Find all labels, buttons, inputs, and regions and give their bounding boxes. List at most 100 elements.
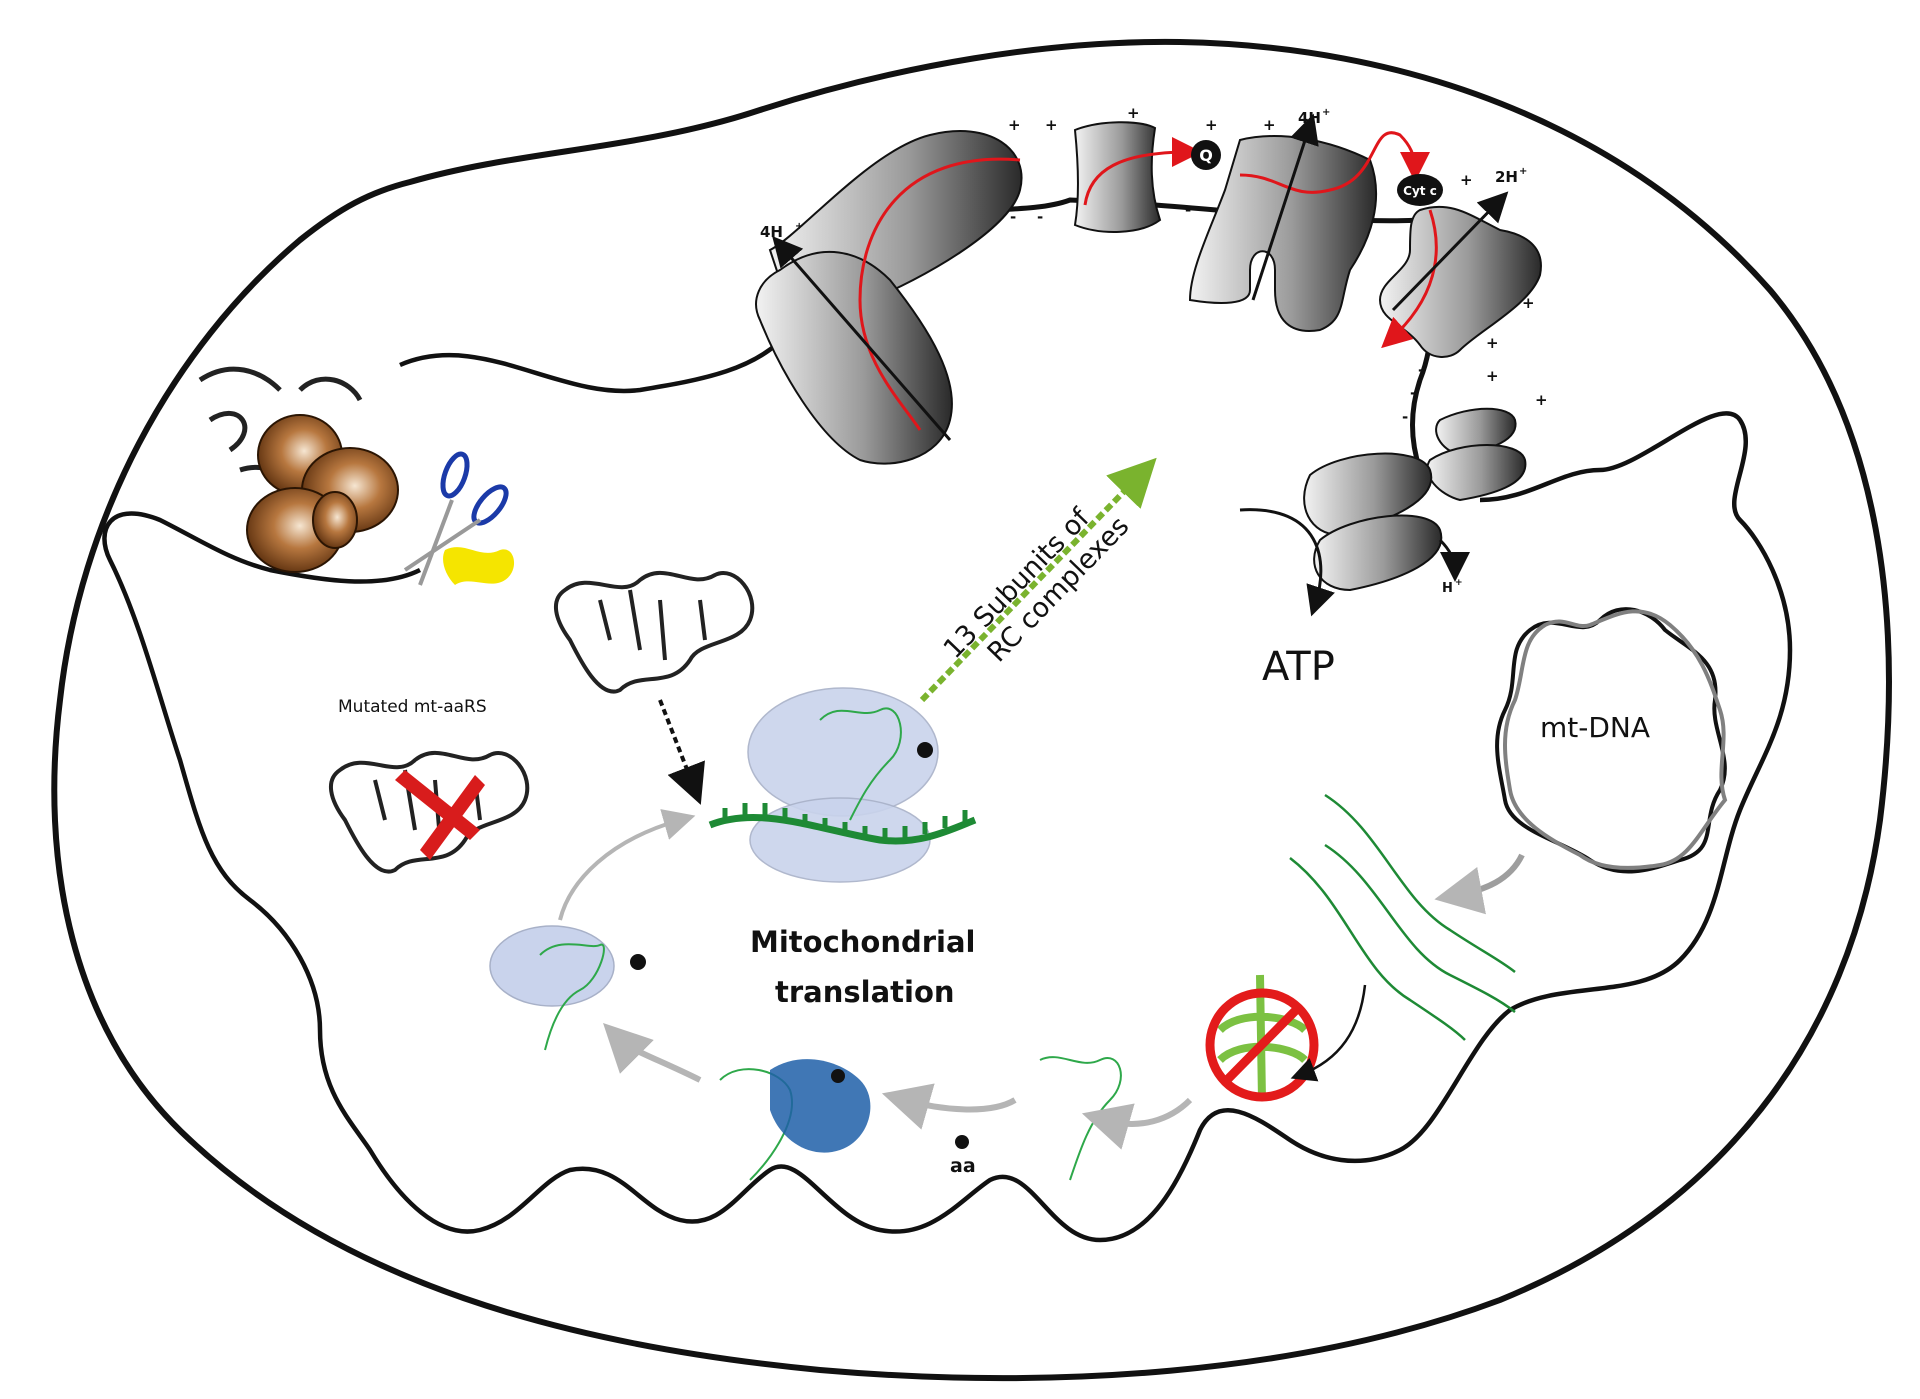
charging-to-trna-arrow: [603, 1023, 702, 1083]
mt-transcripts-part: [1289, 857, 1466, 1041]
cytochrome-c: Cyt c: [1397, 174, 1443, 206]
aars-to-ribosome-arrow: [658, 699, 705, 805]
amino-acid-dot: [955, 1135, 969, 1149]
wild-type-aars: [554, 570, 755, 694]
quinone: Q: [1191, 140, 1221, 170]
membrane-charges-part: -: [1010, 208, 1016, 226]
transcription-arrow: [1434, 853, 1525, 915]
mtdna-circle-part: [1495, 607, 1727, 874]
membrane-charges-part: -: [1410, 384, 1416, 402]
scissors-icon-part: [403, 518, 482, 572]
quinone-part: Q: [1199, 146, 1213, 165]
scissors-icon: [403, 451, 509, 586]
translation-label-line1: Mitochondrial: [750, 925, 976, 959]
complex-iv: 2H +: [1378, 166, 1542, 358]
proton-arrow-complex-iii: [1251, 113, 1319, 301]
trna-to-charging-arrow: [1081, 1097, 1193, 1150]
quinone-part: [1191, 140, 1221, 170]
proton-arrow-complex-i: [772, 235, 952, 441]
cytochrome-c-part: Cyt c: [1403, 184, 1437, 198]
proton-label-atp-synthase: H: [1442, 581, 1453, 596]
membrane-charges-part: +: [1522, 294, 1535, 312]
ribosome-part: [722, 803, 968, 840]
proton-label-complex-iv: 2H: [1495, 168, 1518, 186]
complex-i: 4H +: [755, 130, 1023, 465]
ribosome: [708, 687, 977, 883]
complex-ii: [1073, 121, 1202, 233]
proton-arrow-complex-iv: [1391, 191, 1509, 312]
atp-synthase-part: [1426, 444, 1527, 502]
wild-type-aars-part: [554, 570, 755, 694]
scissors-icon-part: [440, 451, 470, 499]
prohibit-icon: [1205, 988, 1319, 1102]
complex-i-part: [755, 250, 953, 465]
membrane-charges-part: -: [1185, 201, 1191, 219]
complex-iii: 4H +: [1188, 107, 1430, 332]
mutated-aars: [329, 750, 530, 874]
mt-transcripts-part: [1324, 843, 1516, 1013]
charged-amino-acid-dot: [831, 1069, 845, 1083]
membrane-charges-part: -: [1418, 361, 1424, 379]
presequence-peptide: [443, 547, 515, 585]
mt-transcripts-part: [1324, 793, 1516, 973]
electron-path-complex-iii: [1239, 131, 1430, 194]
atp-label: ATP: [1262, 644, 1335, 690]
membrane-charges-part: +: [1045, 116, 1058, 134]
aminoacyl-trna: [489, 925, 646, 1051]
inner-membrane: [102, 328, 1793, 1243]
trna-in-ribosome: [819, 707, 902, 821]
complex-iii-part: +: [1322, 107, 1330, 118]
complex-iv-part: [1378, 205, 1542, 358]
proton-arrow-atp-synthase: [1438, 538, 1470, 582]
electron-path-complex-ii: [1083, 137, 1202, 206]
scissors-icon-part: [418, 499, 454, 586]
membrane-charges: + + + + + + + + + + - - - - - -: [1008, 104, 1548, 426]
atp-synthase-part: [1435, 407, 1517, 457]
blocked-trna-part: [1221, 1004, 1302, 1086]
atp-synthase-part: [1303, 452, 1433, 537]
complex-iii-part: [1188, 135, 1378, 332]
mrna-strand: [708, 813, 977, 845]
aars-trna-complex-part: [770, 1059, 871, 1153]
mtdna-circle: mt-DNA: [1495, 607, 1728, 874]
translocase-subunit: [312, 491, 358, 549]
mt-transcripts: [1289, 793, 1516, 1041]
delivery-to-ribosome-arrow: [558, 809, 696, 921]
aars-trna-complex: [719, 1059, 871, 1181]
membrane-charges-part: +: [1008, 116, 1021, 134]
membrane-charges-part: -: [1037, 208, 1043, 226]
mutated-aars-label: Mutated mt-aaRS: [338, 697, 487, 717]
membrane-charges-part: +: [1127, 104, 1140, 122]
atp-synthase: H +: [1239, 407, 1527, 617]
amino-acid-label: aa: [950, 1155, 976, 1177]
complex-i-part: +: [795, 221, 803, 232]
wild-type-aars-part: [598, 589, 707, 661]
membrane-charges-part: +: [1263, 116, 1276, 134]
mtdna-circle-part: [1503, 609, 1728, 870]
processing-arrow: [1290, 984, 1367, 1082]
membrane-charges-part: +: [1535, 391, 1548, 409]
membrane-charges-part: +: [1486, 367, 1499, 385]
mtdna-label: mt-DNA: [1540, 711, 1650, 744]
aminoacyl-trna-part: [539, 943, 605, 1051]
import-machinery: [198, 366, 515, 586]
subunits-label: 13 Subunits of RC complexes: [938, 502, 1136, 669]
outer-membrane: [51, 38, 1892, 1382]
cytochrome-c-part: [1397, 174, 1443, 206]
complex-ii-part: [1073, 121, 1162, 233]
mutation-cross-icon: [395, 770, 485, 860]
aminoacyl-trna-part: [489, 925, 615, 1007]
electron-path-complex-i: [858, 157, 1021, 431]
membrane-charges-part: +: [1205, 116, 1218, 134]
proton-label-complex-i: 4H: [760, 223, 783, 241]
atp-synthase-part: +: [1455, 578, 1463, 588]
membrane-charges-part: +: [1486, 334, 1499, 352]
amino-acid-dot: [917, 742, 933, 758]
import-machinery-part: [198, 366, 363, 502]
mutated-aars-part: [373, 769, 482, 841]
atp-arrow: [1239, 508, 1335, 617]
subunits-export-arrow: [919, 457, 1157, 703]
membrane-charges-part: +: [1460, 171, 1473, 189]
large-subunit: [747, 687, 939, 817]
